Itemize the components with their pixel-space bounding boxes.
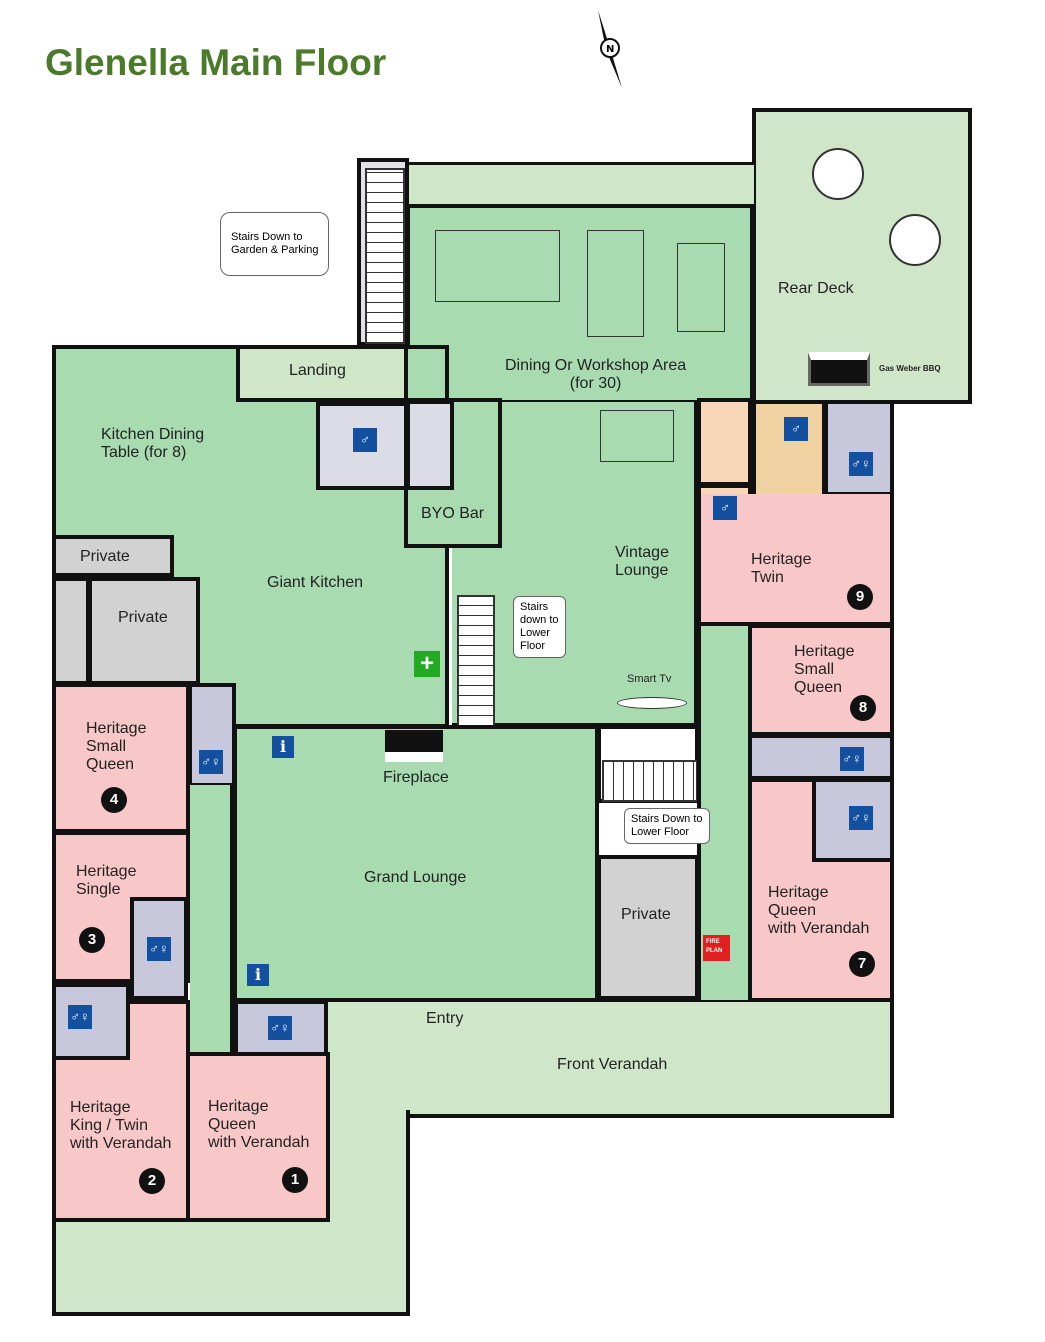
- corridor: [190, 785, 234, 1055]
- stairs-icon: [602, 760, 698, 802]
- stairs-lower-note: Stairs Down to Lower Floor: [624, 808, 710, 844]
- smart-tv-label: Smart Tv: [627, 673, 672, 685]
- bathroom-icon: ♂♀: [840, 747, 864, 771]
- table: [587, 230, 644, 337]
- private-label: Private: [118, 609, 168, 626]
- room-3-label: Heritage Single: [76, 863, 137, 898]
- landing-label: Landing: [289, 362, 346, 379]
- table-round: [812, 148, 864, 200]
- stairs-icon: [365, 168, 405, 344]
- room-7-label: Heritage Queen with Verandah: [768, 884, 870, 937]
- vintage-lounge-label: Vintage Lounge: [615, 544, 669, 579]
- bathroom: [824, 400, 894, 496]
- stairs-garden-note: Stairs Down to Garden & Parking: [220, 212, 330, 276]
- byo-bar-label: BYO Bar: [421, 505, 485, 522]
- front-verandah-label: Front Verandah: [557, 1056, 668, 1073]
- giant-kitchen-label: Giant Kitchen: [267, 574, 364, 591]
- bbq-label: Gas Weber BBQ: [879, 364, 941, 373]
- info-icon[interactable]: i: [272, 736, 294, 758]
- rear-deck-label: Rear Deck: [778, 280, 854, 297]
- compass-icon: N: [592, 10, 628, 90]
- front-verandah: [328, 998, 894, 1118]
- room-number: 2: [139, 1168, 165, 1194]
- bathroom-icon: ♂♀: [147, 937, 171, 961]
- grand-lounge-label: Grand Lounge: [364, 869, 467, 886]
- entry-label: Entry: [426, 1010, 464, 1027]
- room-2-label: Heritage King / Twin with Verandah: [70, 1099, 172, 1152]
- svg-text:N: N: [606, 44, 614, 55]
- room-number: 7: [849, 951, 875, 977]
- tv-icon: [617, 697, 687, 709]
- fireplace-label: Fireplace: [383, 769, 449, 786]
- kitchen-dining-label: Kitchen Dining Table (for 8): [101, 426, 205, 461]
- room-number: 4: [101, 787, 127, 813]
- deck-strip: [408, 162, 754, 208]
- dining-label: Dining Or Workshop Area (for 30): [505, 357, 687, 392]
- bathroom-icon: ♂♀: [68, 1005, 92, 1029]
- room-1[interactable]: [186, 1052, 330, 1222]
- stairs-icon: [457, 595, 495, 727]
- private-label: Private: [80, 548, 130, 565]
- info-icon[interactable]: i: [247, 964, 269, 986]
- toilet-icon: ♂: [784, 417, 808, 441]
- toilet-room: [697, 398, 752, 486]
- bathroom: [748, 734, 894, 780]
- toilet-icon: ♂: [353, 428, 377, 452]
- room-4-label: Heritage Small Queen: [86, 720, 147, 773]
- landing: [236, 345, 408, 402]
- private-room: [52, 535, 174, 577]
- toilet-icon: ♂: [713, 496, 737, 520]
- bathroom-icon: ♂♀: [849, 806, 873, 830]
- fireplace-icon: [385, 730, 443, 762]
- table: [600, 410, 674, 462]
- room-number: 9: [847, 584, 873, 610]
- page-title: Glenella Main Floor: [45, 42, 387, 83]
- table: [677, 243, 725, 332]
- first-aid-icon: +: [414, 651, 440, 677]
- grand-lounge: [233, 725, 599, 1002]
- private-closet: [52, 577, 90, 685]
- room-1-label: Heritage Queen with Verandah: [208, 1098, 310, 1151]
- toilet-2: [406, 400, 454, 490]
- private-room: [597, 855, 699, 1000]
- fire-plan-icon: FIRE PLAN: [703, 935, 730, 961]
- private-label: Private: [621, 906, 671, 923]
- private-room: [88, 577, 200, 685]
- room-number: 1: [282, 1167, 308, 1193]
- bbq-icon: [808, 352, 870, 386]
- front-verandah-lower: [52, 1218, 410, 1316]
- verandah-path: [328, 1110, 410, 1222]
- room-9-label: Heritage Twin: [751, 551, 812, 586]
- bathroom-icon: ♂♀: [199, 750, 223, 774]
- table-round: [889, 214, 941, 266]
- room-number: 8: [850, 695, 876, 721]
- bathroom-icon: ♂♀: [268, 1016, 292, 1040]
- bathroom-icon: ♂♀: [849, 452, 873, 476]
- stairs-lower-note: Stairs down to Lower Floor: [513, 596, 566, 658]
- room-8-label: Heritage Small Queen: [794, 643, 855, 696]
- room-number: 3: [79, 927, 105, 953]
- table: [435, 230, 560, 302]
